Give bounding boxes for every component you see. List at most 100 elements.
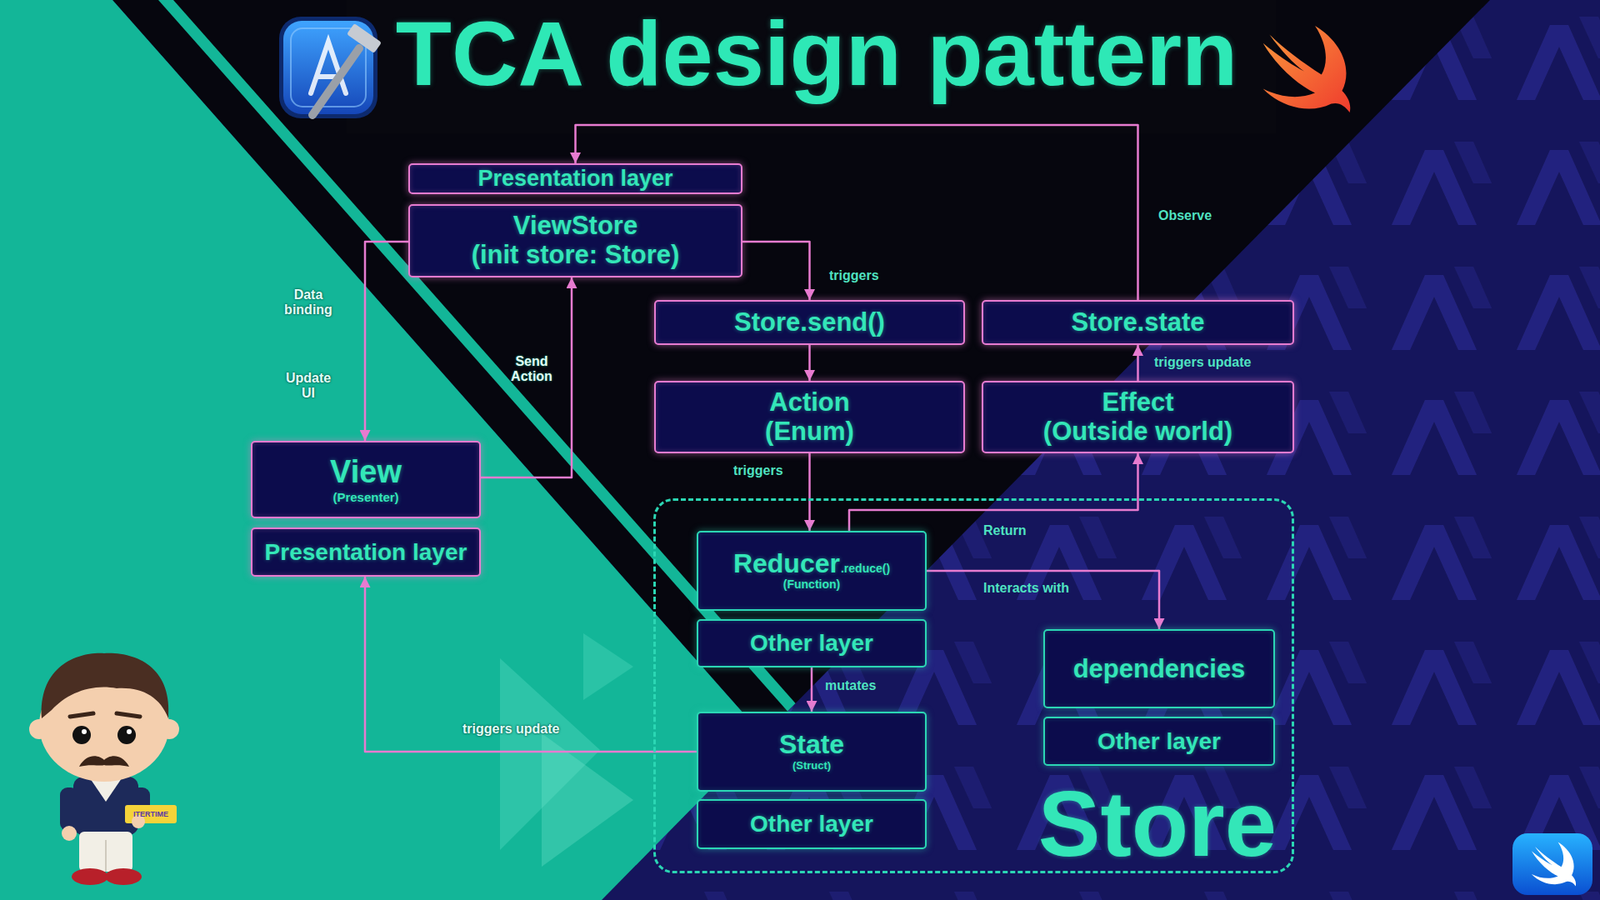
text-line: View xyxy=(330,454,402,490)
connector xyxy=(365,576,697,752)
connector xyxy=(810,667,814,712)
box-title: State xyxy=(779,729,845,760)
edge-label-wrap: triggers update xyxy=(462,721,560,737)
layer-box: Reducer.reduce()(Function) xyxy=(696,530,927,611)
text-line: dependencies xyxy=(1073,655,1246,682)
xcode-icon xyxy=(279,16,382,119)
label-wrap: Update UI xyxy=(279,370,338,402)
box-subtitle: .reduce() xyxy=(840,561,890,575)
connector xyxy=(808,345,811,381)
text-line: (Enum) xyxy=(765,417,855,447)
connector xyxy=(480,277,572,478)
edge-label: Return xyxy=(983,523,1027,539)
layer-box: Other layer xyxy=(696,799,927,850)
box-subtitle: (Function) xyxy=(783,577,840,591)
connector xyxy=(1136,345,1140,381)
layer-box: State(Struct) xyxy=(696,711,927,792)
box-title: Action xyxy=(769,387,850,417)
layer-box: View(Presenter) xyxy=(250,440,481,519)
box-title: Other layer xyxy=(750,630,874,656)
title: TCA design pattern xyxy=(316,7,1317,100)
layer-box: dependencies xyxy=(1043,629,1275,709)
layer-box: Presentation layer xyxy=(250,527,481,577)
text-line: Action xyxy=(769,388,850,418)
store-region: Store Reducer.reduce()(Function) Other lay… xyxy=(653,498,1295,874)
box-title: dependencies xyxy=(1073,654,1246,684)
edge-label: triggers xyxy=(829,268,880,284)
text-line: Store xyxy=(1038,777,1277,871)
layer-box: Other layer xyxy=(1043,716,1275,766)
text-line: Store.state xyxy=(1070,308,1205,338)
connector xyxy=(808,453,811,531)
text-line: Other layer xyxy=(750,631,874,655)
text-line: Presentation layer xyxy=(477,165,673,191)
edge-label: triggers update xyxy=(462,721,560,737)
text-line: Store.send() xyxy=(734,308,885,338)
box-subtitle: (Struct) xyxy=(792,759,831,772)
connector xyxy=(849,453,1139,531)
note-label: Update UI xyxy=(279,370,338,402)
box-title: Presentation layer xyxy=(477,165,673,191)
edge-label-wrap: Return xyxy=(983,523,1027,539)
edge-label-wrap: Interacts with xyxy=(983,580,1070,596)
layer-box: Presentation layer xyxy=(408,163,743,195)
box-subtitle: (init store: Store) xyxy=(471,240,680,270)
text-line: State xyxy=(779,730,845,758)
edge-label-wrap: mutates xyxy=(825,678,876,694)
box-subtitle: (Presenter) xyxy=(332,490,399,505)
box-title: Presentation layer xyxy=(265,539,468,565)
edge-label: Send Action xyxy=(502,354,561,385)
swiftui-icon xyxy=(1512,833,1593,895)
layer-box: Action(Enum) xyxy=(654,380,965,454)
box-subtitle: (Outside world) xyxy=(1043,416,1233,446)
edge-label-wrap: triggers xyxy=(733,463,784,479)
box-title: Store.send() xyxy=(734,307,885,337)
text-line: Presentation layer xyxy=(265,539,468,565)
box-title: Other layer xyxy=(1097,728,1221,755)
text-line: Effect xyxy=(1101,388,1174,418)
connector xyxy=(926,570,1160,630)
layer-box: ViewStore(init store: Store) xyxy=(408,204,743,278)
edge-label-wrap: Send Action xyxy=(502,354,561,385)
swift-logo xyxy=(1263,25,1351,113)
text-line: Other layer xyxy=(1097,730,1221,754)
edge-label: Interacts with xyxy=(983,580,1070,596)
edge-label-wrap: triggers xyxy=(829,268,880,284)
edge-label: triggers update xyxy=(1154,355,1251,370)
title-wrap: TCA design pattern xyxy=(316,7,1317,100)
text-line: Other layer xyxy=(750,812,874,836)
box-subtitle: (Enum) xyxy=(765,416,855,446)
text-line: (Struct) xyxy=(792,757,831,773)
box-title: Other layer xyxy=(750,810,874,837)
text-line: (Presenter) xyxy=(332,490,399,505)
edge-label-wrap: triggers update xyxy=(1154,355,1251,370)
layer-box: Effect(Outside world) xyxy=(981,380,1295,454)
label-wrap: ITERTIME xyxy=(125,810,177,819)
box-title: View xyxy=(330,454,402,490)
box-title: Reducer xyxy=(733,548,840,579)
edge-label: mutates xyxy=(825,678,876,694)
box-title: Store.state xyxy=(1070,307,1205,337)
layer-box: Store.state xyxy=(981,300,1295,345)
card-text: ITERTIME xyxy=(125,810,177,819)
text-line: (init store: Store) xyxy=(471,240,680,270)
box-title: Effect xyxy=(1101,387,1174,417)
connector xyxy=(365,241,409,441)
text-line: (Outside world) xyxy=(1043,417,1233,447)
edge-label: triggers xyxy=(733,463,784,479)
box-title: ViewStore xyxy=(513,210,638,240)
text-line: (Function) xyxy=(783,576,840,592)
layer-box: Other layer xyxy=(696,619,927,668)
edge-label-wrap: Data binding xyxy=(279,287,338,319)
connector xyxy=(742,241,810,300)
text-line: Reducer.reduce() xyxy=(733,550,890,577)
edge-label: Data binding xyxy=(279,287,338,319)
region-title: Store xyxy=(1038,771,1277,876)
text-line: ViewStore xyxy=(513,211,638,241)
edge-label-wrap: Observe xyxy=(1158,208,1212,224)
edge-label: Observe xyxy=(1158,208,1212,224)
funko-figure xyxy=(29,653,180,885)
